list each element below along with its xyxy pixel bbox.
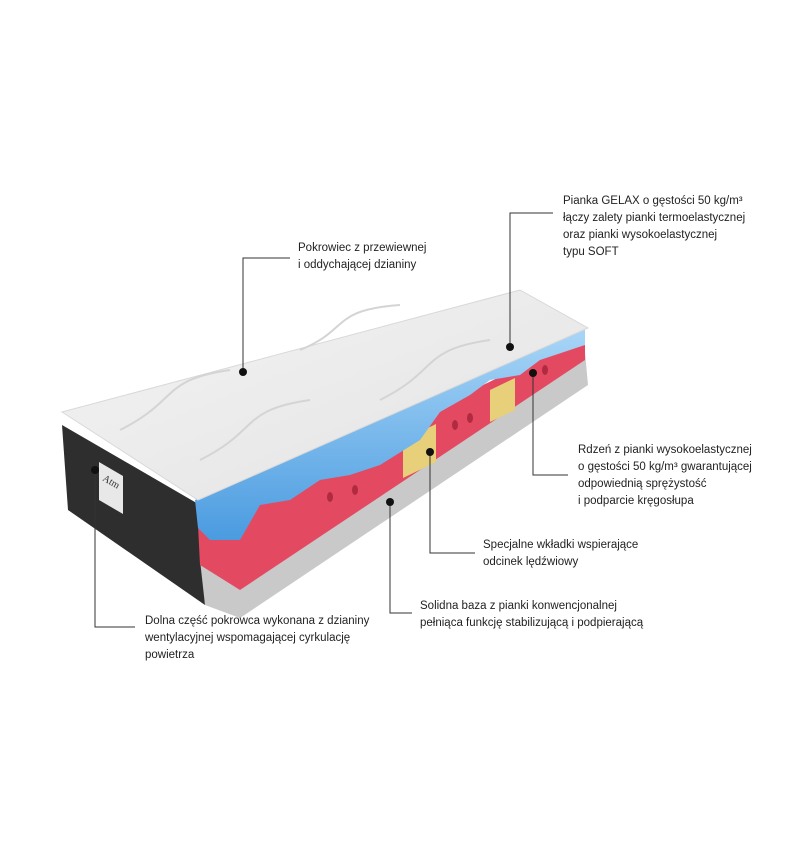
callout-line: Specjalne wkładki wspierające bbox=[483, 539, 639, 551]
callout-line: o gęstości 50 kg/m³ gwarantującej bbox=[578, 461, 752, 473]
marker-dot bbox=[386, 498, 394, 506]
callout-line: powietrza bbox=[145, 649, 195, 661]
core-holes bbox=[327, 365, 548, 502]
callout-line: Pianka GELAX o gęstości 50 kg/m³ bbox=[563, 195, 743, 207]
callout-line: i oddychającej dzianiny bbox=[298, 259, 417, 271]
gelax-foam-layer bbox=[195, 328, 585, 540]
brand-tag bbox=[99, 462, 123, 514]
callout-base: Solidna baza z pianki konwencjonalnej pe… bbox=[420, 598, 643, 632]
callout-inserts: Specjalne wkładki wspierające odcinek lę… bbox=[483, 537, 638, 571]
callout-line: oraz pianki wysokoelastycznej bbox=[563, 229, 718, 241]
marker-dot bbox=[529, 369, 537, 377]
leader-line-core bbox=[532, 373, 568, 476]
callout-line: odpowiednią sprężystość bbox=[578, 478, 707, 490]
callout-cover: Pokrowiec z przewiewnej i oddychającej d… bbox=[298, 240, 426, 274]
callout-line: wentylacyjnej wspomagającej cyrkulację bbox=[145, 632, 351, 644]
marker-dot bbox=[91, 466, 99, 474]
callout-core: Rdzeń z pianki wysokoelastycznej o gęsto… bbox=[578, 442, 752, 510]
core-foam-layer bbox=[198, 335, 585, 590]
leader-line-gelax bbox=[509, 212, 553, 347]
callout-line: i podparcie kręgosłupa bbox=[578, 495, 694, 507]
callout-line: odcinek lędźwiowy bbox=[483, 556, 579, 568]
leader-line-cover bbox=[242, 257, 290, 372]
lumbar-insert bbox=[490, 378, 515, 422]
marker-dot bbox=[426, 448, 434, 456]
callout-line: Solidna baza z pianki konwencjonalnej bbox=[420, 600, 617, 612]
leader-line-bottom bbox=[94, 470, 135, 628]
callout-line: pełniąca funkcję stabilizującą i podpier… bbox=[420, 617, 644, 629]
callout-line: typu SOFT bbox=[563, 246, 619, 258]
callout-line: łączy zalety pianki termoelastycznej bbox=[563, 212, 746, 224]
callout-gelax: Pianka GELAX o gęstości 50 kg/m³ łączy z… bbox=[563, 193, 745, 261]
top-cover bbox=[60, 289, 590, 501]
cover-quilting-pattern bbox=[119, 304, 491, 461]
callout-line: Pokrowiec z przewiewnej bbox=[298, 242, 427, 254]
callout-bottom: Dolna część pokrowca wykonana z dzianiny… bbox=[145, 613, 369, 664]
leader-line-inserts bbox=[429, 452, 475, 554]
leader-line-base bbox=[389, 502, 412, 614]
marker-dot bbox=[239, 368, 247, 376]
marker-dot bbox=[506, 343, 514, 351]
callout-line: Dolna część pokrowca wykonana z dzianiny bbox=[145, 615, 370, 627]
callout-line: Rdzeń z pianki wysokoelastycznej bbox=[578, 444, 752, 456]
